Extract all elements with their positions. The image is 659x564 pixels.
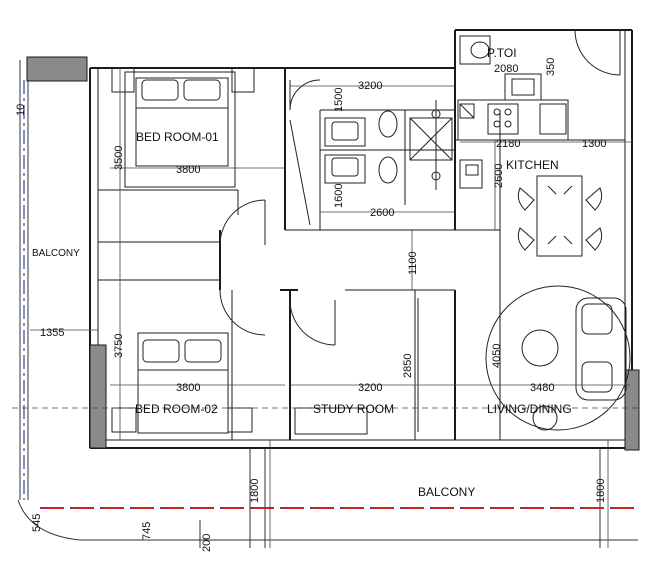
dim-4050: 4050 <box>491 344 503 368</box>
column-right <box>624 369 640 451</box>
dim-3750: 3750 <box>113 334 125 358</box>
dim-10: 10 <box>15 104 27 116</box>
dim-3800-bottom: 3800 <box>176 382 200 394</box>
bathroom-fixtures <box>324 35 542 190</box>
dim-2850: 2850 <box>402 354 414 378</box>
dim-3800-top: 3800 <box>176 164 200 176</box>
dim-1600: 1600 <box>333 184 345 208</box>
bed-01 <box>111 67 255 188</box>
dim-3200-bottom: 3200 <box>358 382 382 394</box>
dining-table <box>517 175 603 257</box>
balcony-bottom-structure <box>17 60 638 548</box>
dim-2080: 2080 <box>494 63 518 75</box>
column-left <box>89 344 107 449</box>
dim-1355: 1355 <box>40 327 64 339</box>
dim-1500: 1500 <box>333 88 345 112</box>
doors <box>219 29 621 432</box>
label-p-toi: P.TOI <box>487 46 517 60</box>
dim-350: 350 <box>545 58 557 76</box>
study-desk <box>294 407 368 435</box>
dim-2600-v: 2600 <box>493 164 505 188</box>
kitchen-counter <box>457 99 569 141</box>
dimension-lines <box>12 68 640 548</box>
dim-1100: 1100 <box>407 251 419 275</box>
living-furniture <box>485 285 631 431</box>
label-balcony-left: BALCONY <box>32 248 80 259</box>
dim-3480: 3480 <box>530 382 554 394</box>
dim-2180: 2180 <box>496 138 520 150</box>
dim-1800-left: 1800 <box>249 479 261 503</box>
dim-3500: 3500 <box>113 146 125 170</box>
label-bedroom-01: BED ROOM-01 <box>136 130 219 144</box>
label-study-room: STUDY ROOM <box>313 402 394 416</box>
label-living-dining: LIVING/DINING <box>487 402 572 416</box>
dim-745: 745 <box>141 522 153 540</box>
dim-545: 545 <box>31 514 43 532</box>
label-bedroom-02: BED ROOM-02 <box>135 402 218 416</box>
dim-3200-top: 3200 <box>358 80 382 92</box>
label-balcony-bottom: BALCONY <box>418 485 475 499</box>
label-kitchen: KITCHEN <box>506 158 559 172</box>
bed-02 <box>111 332 253 434</box>
dim-1800-right: 1800 <box>595 479 607 503</box>
dim-1300: 1300 <box>582 138 606 150</box>
dim-200: 200 <box>201 534 213 552</box>
column-top-left <box>26 56 88 82</box>
dim-2600-h: 2600 <box>370 207 394 219</box>
